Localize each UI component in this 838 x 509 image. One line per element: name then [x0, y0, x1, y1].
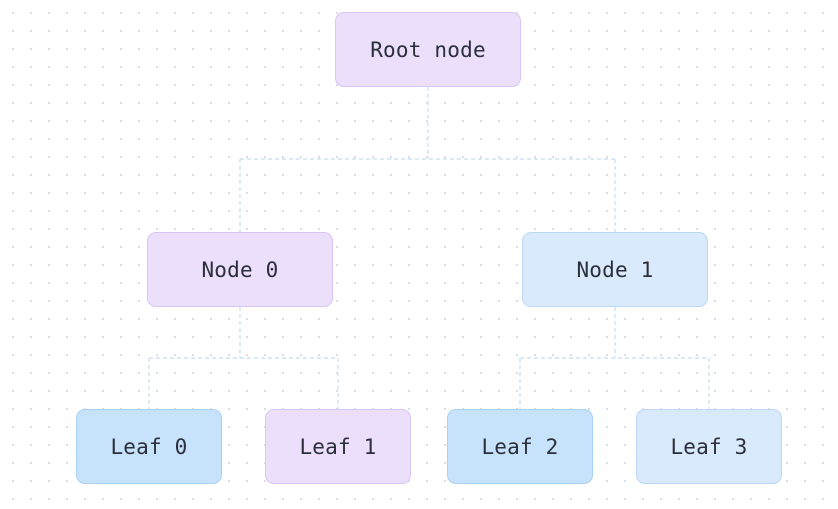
leaf-3[interactable]: Leaf 3: [636, 409, 782, 484]
root-node-label: Root node: [370, 37, 486, 62]
leaf-1[interactable]: Leaf 1: [265, 409, 411, 484]
leaf-2[interactable]: Leaf 2: [447, 409, 593, 484]
leaf-3-label: Leaf 3: [670, 434, 748, 459]
leaf-1-label: Leaf 1: [299, 434, 377, 459]
node-1-label: Node 1: [576, 257, 654, 282]
leaf-2-label: Leaf 2: [481, 434, 559, 459]
node-0[interactable]: Node 0: [147, 232, 333, 307]
root-node[interactable]: Root node: [335, 12, 521, 87]
leaf-0-label: Leaf 0: [110, 434, 188, 459]
node-1[interactable]: Node 1: [522, 232, 708, 307]
node-0-label: Node 0: [201, 257, 279, 282]
leaf-0[interactable]: Leaf 0: [76, 409, 222, 484]
